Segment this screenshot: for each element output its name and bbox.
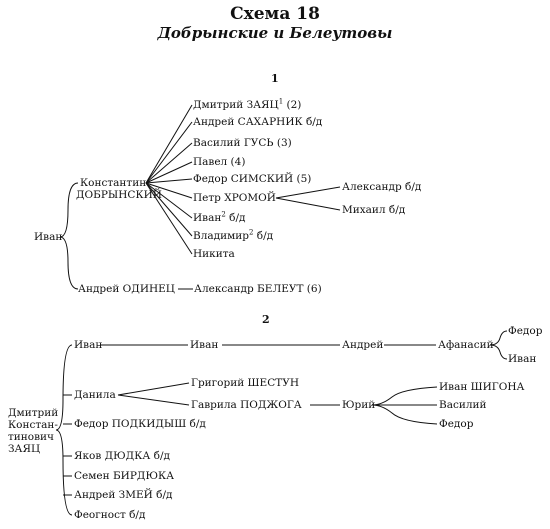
person2-ivan-afanasy: Иван [508,353,537,365]
line-ivan-konstantin [59,182,79,238]
line-konstantin-dmitry [145,104,193,184]
scheme-1-number: 1 [271,72,279,85]
line-danila-gavrila [117,394,190,406]
person2-ivan-son: Иван [190,339,219,351]
person-dmitry-line1: Дмитрий [8,407,59,419]
line-konstantin-ivan2 [145,182,193,219]
line-konstantin-andrei-s [145,121,193,184]
person-dmitry-line3: тинович [8,431,54,443]
line-konstantin-vasily [145,142,193,184]
diagram-subtitle: Добрынские и Белеутовы [157,24,393,42]
line-konstantin-pavel [145,161,193,184]
child-vasily-gus: Василий ГУСЬ (3) [193,137,292,149]
line-petr-mikhail [275,197,341,211]
child-nikita: Никита [193,248,235,260]
line-dmitry-ivan [55,344,73,431]
child2-feognost: Феогност б/д [74,509,146,521]
line-konstantin-fedor [145,178,193,184]
child2-yakov-dyudka: Яков ДЮДКА б/д [74,450,170,462]
diagram-title: Схема 18 [230,4,320,24]
person2-afanasy: Афанасий [438,339,494,351]
line-danila-grigory [117,382,190,396]
person2-ivan-shigona: Иван ШИГОНА [439,381,525,393]
line-konstantin-petr [145,182,193,199]
child2-fedor-podkidysh: Федор ПОДКИДЫШ б/д [74,418,206,430]
child-andrei-sakharnik: Андрей САХАРНИК б/д [193,116,323,128]
line-ivan-andrei [59,236,79,290]
person2-fedor-afanasy: Федор [508,325,543,337]
person-dmitry-line2: Констан- [8,419,58,431]
child-ivan-2: Иван2 б/д [193,210,246,224]
child-fedor-simsky: Федор СИМСКИЙ (5) [193,173,312,185]
line-konstantin-vladimir [145,182,193,237]
child2-danila: Данила [74,389,116,401]
person-andrei-odinets: Андрей ОДИНЕЦ [78,283,175,295]
grandchild-mikhail: Михаил б/д [342,204,406,216]
child2-ivan: Иван [74,339,103,351]
person-konstantin: Константин [80,177,147,189]
person-ivan: Иван [34,231,63,243]
line-yuri-shigona [371,386,438,406]
person2-grigory-shestun: Григорий ШЕСТУН [191,377,299,389]
child-vladimir: Владимир2 б/д [193,228,274,242]
line-afanasy-fedor [489,330,508,346]
person2-fedor-yuri: Федор [439,418,474,430]
line-dmitry-feognost [55,429,73,516]
person-dmitry-line4: ЗАЯЦ [8,443,41,455]
line-konstantin-nikita [145,182,193,255]
person2-andrei: Андрей [342,339,384,351]
person2-gavrila-podzhoga: Гаврила ПОДЖОГА [191,399,302,411]
line-yuri-fedor [371,404,438,425]
grandchild-aleksandr: Александр б/д [342,181,422,193]
child2-andrei-zmei: Андрей ЗМЕЙ б/д [74,489,173,501]
person-aleksandr-beleut: Александр БЕЛЕУТ (6) [194,283,322,295]
person-konstantin-surname: ДОБРЫНСКИЙ [76,189,162,201]
person2-yuri: Юрий [342,399,376,411]
child-pavel: Павел (4) [193,156,246,168]
child-petr-khromoi: Петр ХРОМОЙ [193,192,276,204]
scheme-2-number: 2 [262,313,270,326]
child-dmitry-zayats: Дмитрий ЗАЯЦ1 (2) [193,97,302,111]
line-petr-aleksandr [275,186,341,199]
child2-semen-birdyuka: Семен БИРДЮКА [74,470,175,482]
line-afanasy-ivan [489,344,508,360]
person2-vasily: Василий [439,399,487,411]
